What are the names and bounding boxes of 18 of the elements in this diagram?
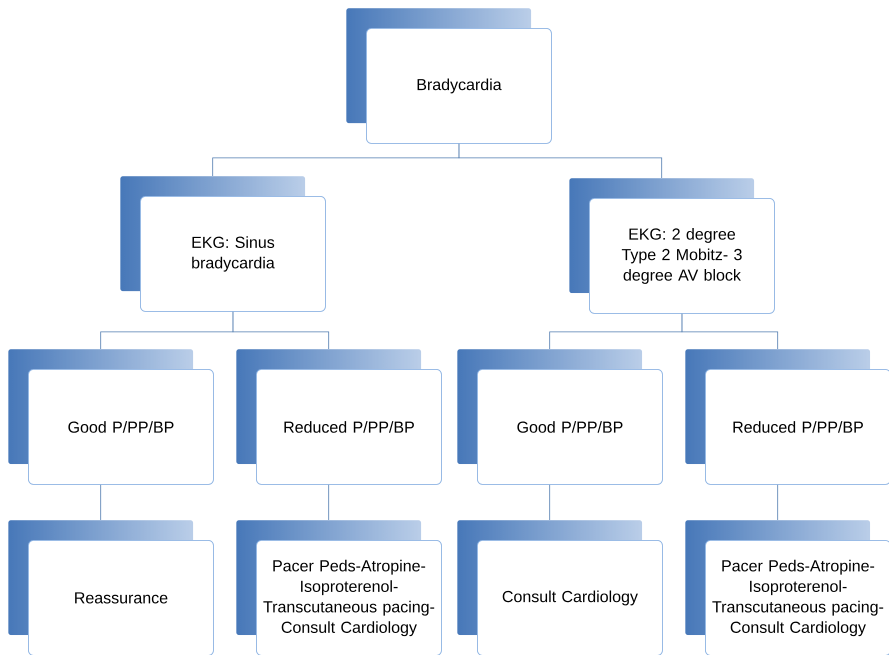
process-box: EKG: 2 degree Type 2 Mobitz- 3 degree AV block [589,198,775,314]
process-box: Good P/PP/BP [28,368,214,485]
process-box: Reassurance [28,540,214,655]
process-box: Pacer Peds-Atropine-Isoproterenol-Transcutaneous pacing-Consult Cardiology [256,540,442,655]
connector-line [458,143,662,178]
process-box: EKG: Sinus bradycardia [140,196,326,312]
process-box: Reduced P/PP/BP [256,368,442,485]
connector-line [549,484,550,520]
process-box: Consult Cardiology [477,540,663,655]
process-box: Good P/PP/BP [477,368,663,485]
connector-line [328,484,330,520]
connector-line [682,313,778,350]
connector-line [100,484,102,520]
process-box: Pacer Peds-Atropine-Isoproterenol-Transcutaneous pacing-Consult Cardiology [705,540,889,655]
process-box: Bradycardia [366,28,552,144]
connector-line [232,311,330,350]
process-box: Reduced P/PP/BP [705,368,889,485]
connector-line [777,484,778,520]
